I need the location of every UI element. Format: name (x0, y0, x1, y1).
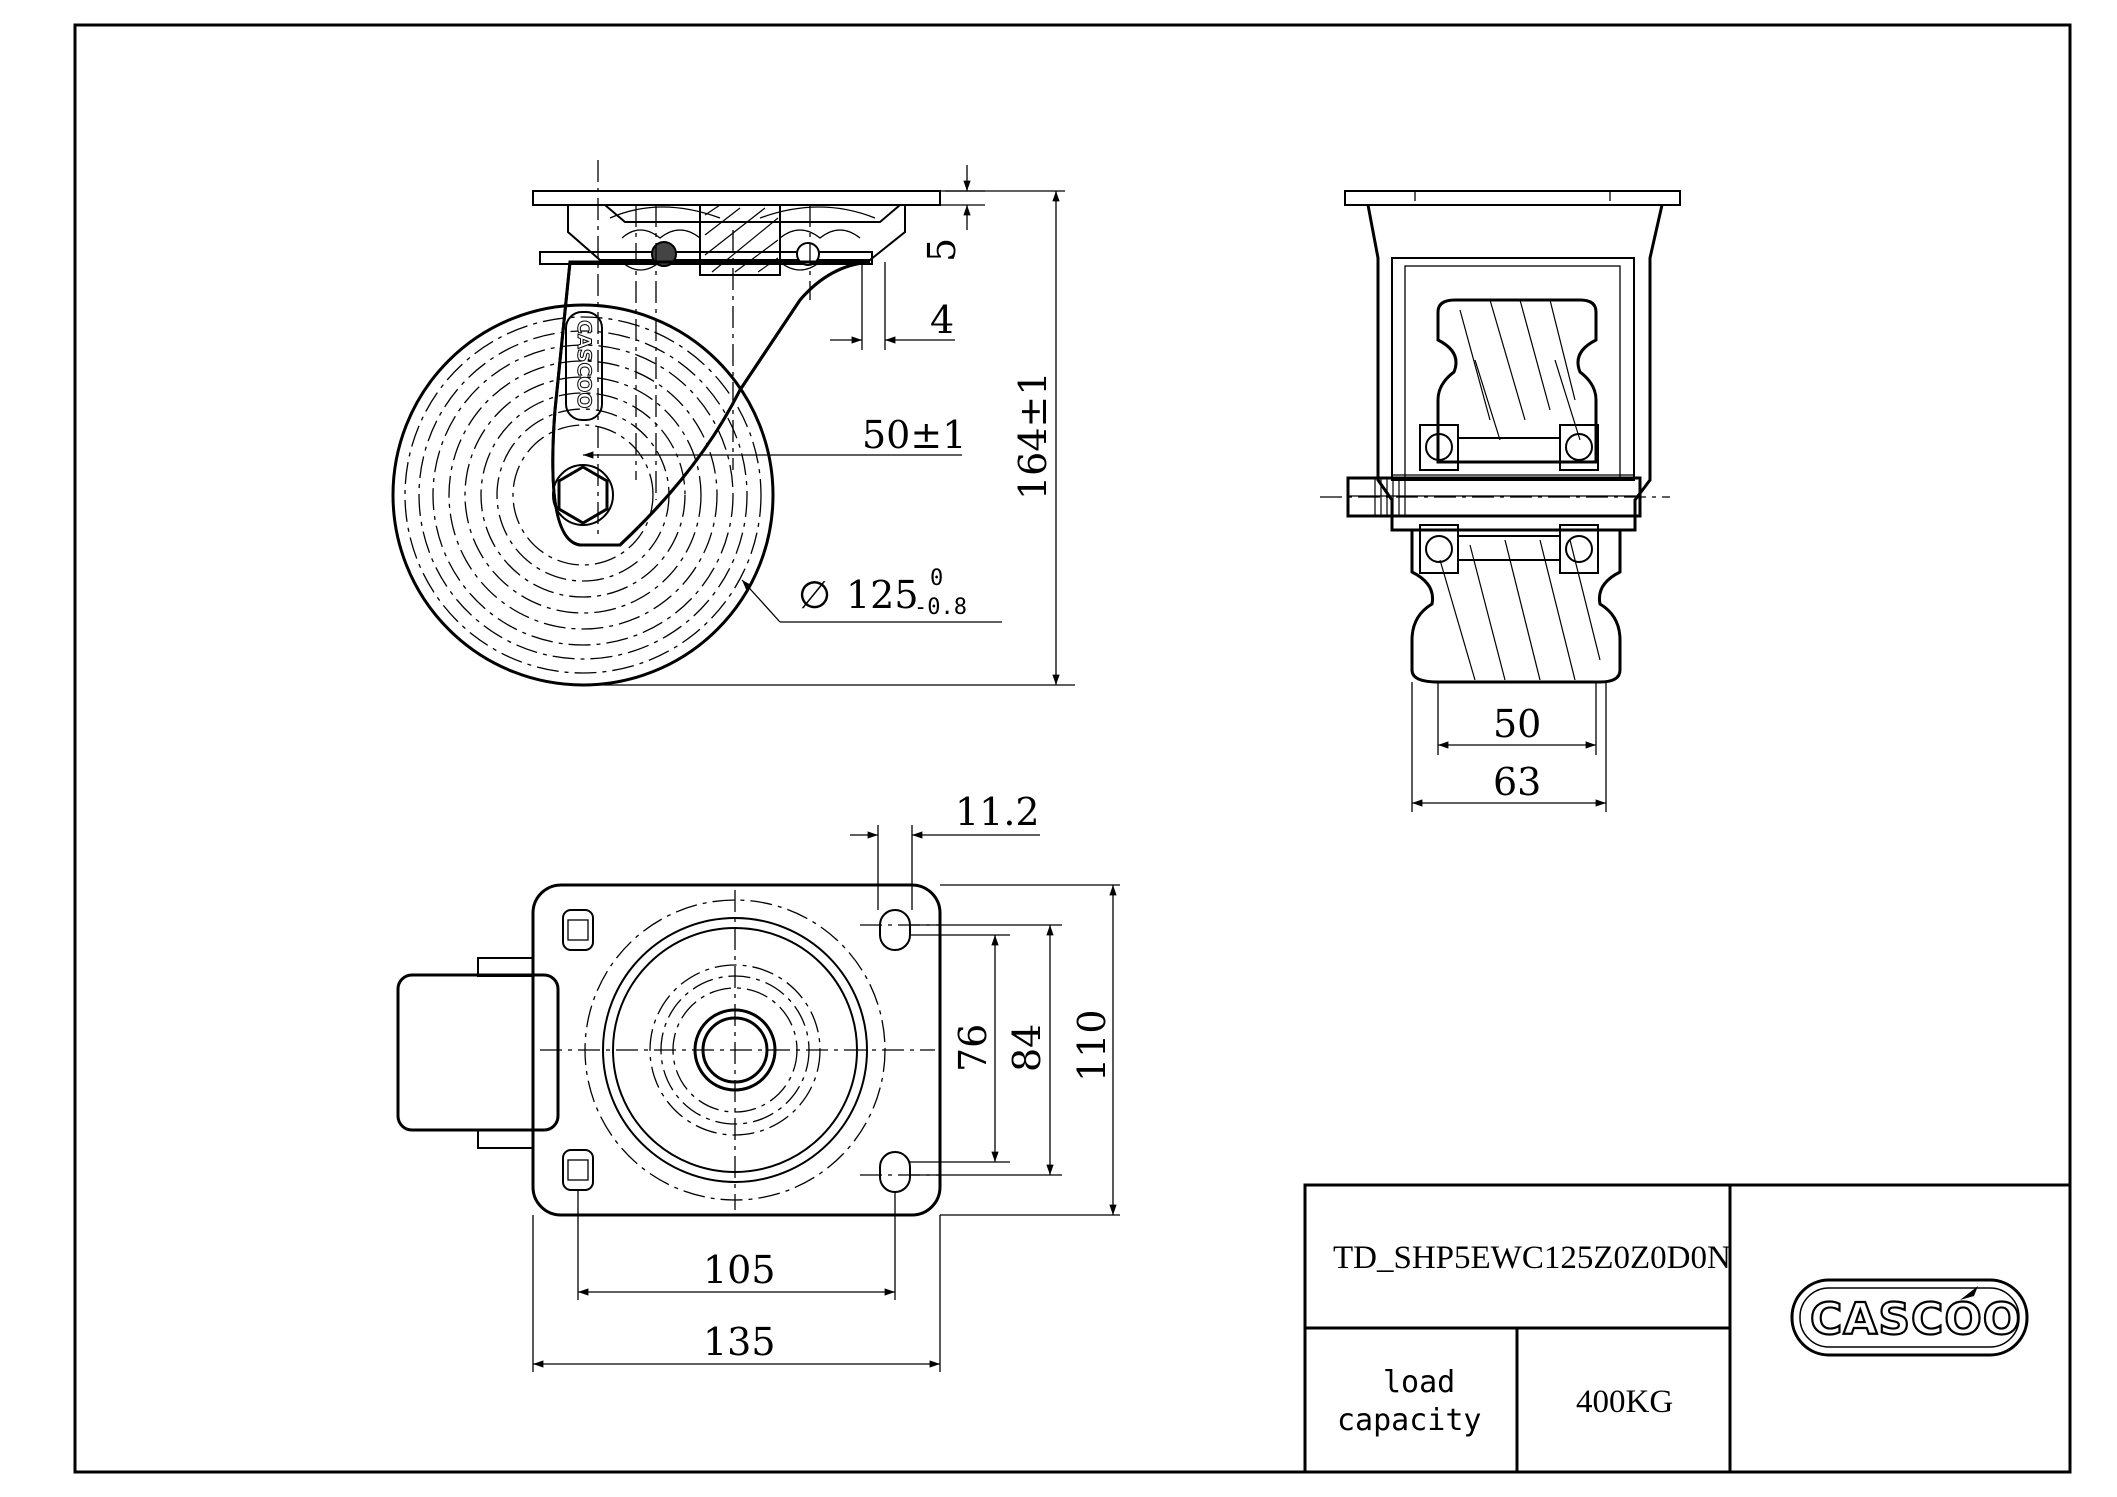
dim-plate-thickness: 5 (920, 238, 964, 262)
dim-tread-width: 50 (1493, 702, 1541, 746)
logo-arrow-icon (1960, 1286, 1978, 1300)
top-slot-upper-left (562, 909, 594, 951)
side-fork-logo: CASCOO (573, 320, 595, 409)
dim-wheel-tol-lower: -0.8 (914, 595, 967, 620)
dim-slot-spacing-y: 84 (1005, 1024, 1049, 1072)
company-logo: CASCOO (1810, 1294, 2021, 1345)
dim-plate-height: 110 (1070, 1009, 1114, 1082)
dim-offset: 4 (930, 298, 954, 342)
front-wheel-lower (1410, 528, 1622, 684)
top-hole-lower-right (879, 1151, 911, 1193)
dim-hole-spacing-x: 105 (703, 1248, 776, 1292)
top-plate (531, 883, 942, 1217)
side-axle-nut (557, 465, 609, 525)
side-kingpin-housing (699, 204, 781, 276)
side-ball-left (651, 241, 677, 267)
side-ball-right (796, 242, 820, 266)
top-view: 11.2 76 84 110 105 135 (396, 790, 1120, 1372)
dim-swivel-lead: 50±1 (862, 413, 966, 457)
front-wheel-upper (1436, 298, 1598, 464)
load-value: 400KG (1576, 1384, 1673, 1420)
load-label-line2: capacity (1337, 1403, 1482, 1438)
top-hole-upper-right (879, 909, 911, 951)
front-view: 50 63 (1320, 190, 1681, 812)
dim-hole-dia: 11.2 (955, 790, 1040, 834)
company-logo-badge (1790, 1278, 2029, 1357)
title-block: TD_SHP5EWC125Z0Z0D0N load capacity 400KG… (1303, 1183, 2072, 1474)
front-fork (1366, 204, 1664, 532)
dim-hole-spacing-y: 76 (951, 1024, 995, 1072)
side-view: CASCOO 5 4 50±1 164±1 ∅ 125 0 -0.8 (391, 160, 1075, 687)
dim-wheel-tol-upper: 0 (930, 566, 943, 591)
dim-fork-width: 63 (1493, 760, 1541, 804)
load-label-line1: load (1383, 1365, 1455, 1400)
dim-wheel-dia: 125 (846, 573, 919, 617)
front-top-plate (1344, 190, 1681, 206)
side-top-plate (532, 190, 941, 206)
dim-total-height: 164±1 (1011, 371, 1055, 500)
drawing-border (73, 23, 2072, 1474)
dim-plate-width: 135 (703, 1320, 776, 1364)
part-number: TD_SHP5EWC125Z0Z0D0N (1333, 1240, 1731, 1276)
dim-wheel-dia-symbol: ∅ (798, 573, 831, 617)
